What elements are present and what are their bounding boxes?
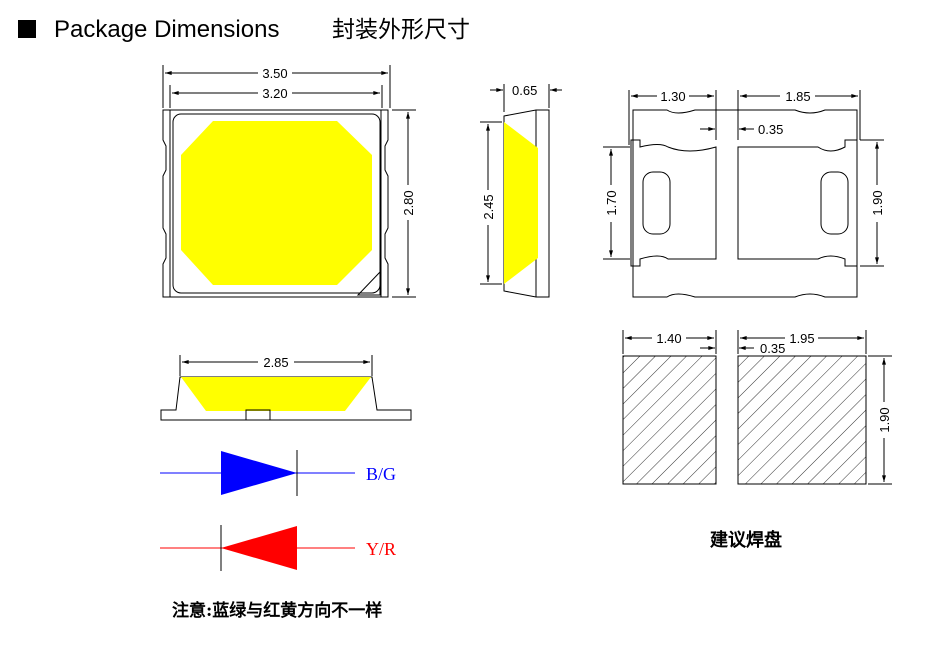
pad-right xyxy=(737,355,867,485)
black-square-icon xyxy=(18,20,36,38)
front-view: 2.85 xyxy=(160,355,412,421)
rec-gap: 0.35 xyxy=(760,341,785,356)
diode-yr: Y/R xyxy=(160,525,396,571)
dim-lens-height: 2.45 xyxy=(481,194,496,219)
dim-pad-right-height: 1.90 xyxy=(870,190,885,215)
dim-lens-width: 2.85 xyxy=(263,355,288,370)
diode-yr-triangle xyxy=(221,526,297,570)
dim-width-inner: 3.20 xyxy=(262,86,287,101)
side-lens xyxy=(504,122,538,284)
polarity-note: 注意:蓝绿与红黄方向不一样 xyxy=(172,600,382,621)
dim-width-outer: 3.50 xyxy=(262,66,287,81)
yr-label: Y/R xyxy=(366,539,396,559)
bg-label: B/G xyxy=(366,464,396,484)
diode-bg-triangle xyxy=(221,451,297,495)
dim-pad-gap: 0.35 xyxy=(758,122,783,137)
pad-left xyxy=(622,355,717,485)
dim-pad-left-width: 1.30 xyxy=(660,89,685,104)
rec-left-width: 1.40 xyxy=(656,331,681,346)
top-view: 3.50 3.20 2.80 xyxy=(162,65,416,298)
rec-pads-label: 建议焊盘 xyxy=(710,529,782,551)
page-title-cn: 封装外形尺寸 xyxy=(332,17,470,43)
front-lens xyxy=(181,377,371,411)
dim-pad-right-width: 1.85 xyxy=(785,89,810,104)
dim-pad-left-height: 1.70 xyxy=(604,190,619,215)
dim-depth: 0.65 xyxy=(512,83,537,98)
diode-bg: B/G xyxy=(160,450,396,496)
bottom-view: 1.30 1.85 0.35 1.70 1.90 xyxy=(603,89,885,298)
rec-height: 1.90 xyxy=(877,407,892,432)
dim-height: 2.80 xyxy=(401,190,416,215)
page-title: Package Dimensions xyxy=(54,16,279,43)
side-view: 0.65 2.45 xyxy=(480,83,562,298)
recommended-pads: 1.40 1.95 0.35 1.90 建议焊盘 xyxy=(622,330,892,551)
lens-area xyxy=(181,121,372,285)
rec-right-width: 1.95 xyxy=(789,331,814,346)
